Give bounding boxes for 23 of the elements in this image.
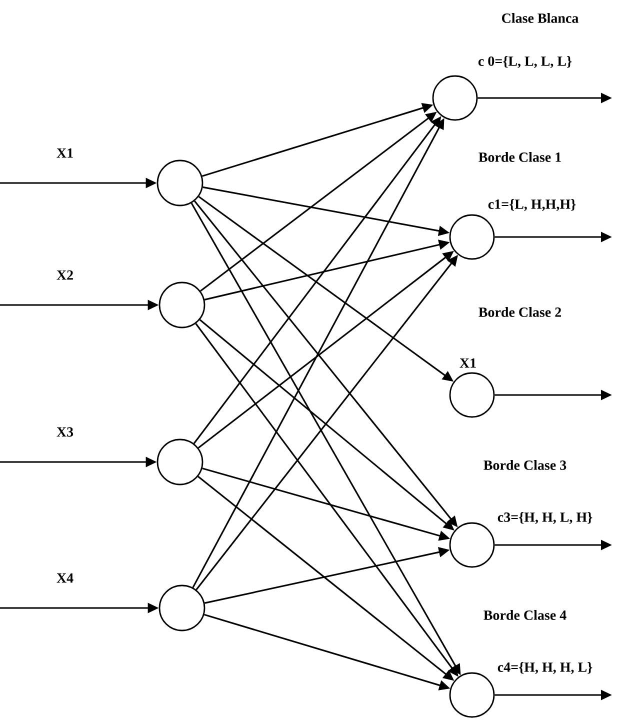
class-label: c4={H, H, H, L} xyxy=(498,662,592,674)
neuron-circle xyxy=(449,214,495,260)
class-heading: Borde Clase 1 xyxy=(478,152,561,162)
input-label: X1 xyxy=(56,148,73,158)
class-heading: Borde Clase 4 xyxy=(484,610,566,620)
class-label: X1 xyxy=(460,358,476,368)
class-heading: Borde Clase 2 xyxy=(478,307,561,317)
input-label: X4 xyxy=(56,573,74,583)
neuron-circle xyxy=(449,372,495,418)
input-label: X2 xyxy=(56,270,73,280)
class-label: c1={L, H,H,H} xyxy=(488,199,576,211)
neuron-circle xyxy=(158,282,206,328)
class-label: c3={H, H, L, H} xyxy=(498,512,592,524)
neuron-circle xyxy=(449,672,495,718)
neuron-circle xyxy=(156,438,204,486)
neuron-circle xyxy=(156,160,204,206)
neuron-circle xyxy=(432,75,478,121)
neuron-circle xyxy=(158,584,206,632)
input-label: X3 xyxy=(56,427,74,437)
class-label: c 0={L, L, L, L} xyxy=(478,56,572,68)
class-heading: Clase Blanca xyxy=(502,13,578,23)
neuron-circle xyxy=(449,522,495,568)
class-heading: Borde Clase 3 xyxy=(484,460,566,470)
